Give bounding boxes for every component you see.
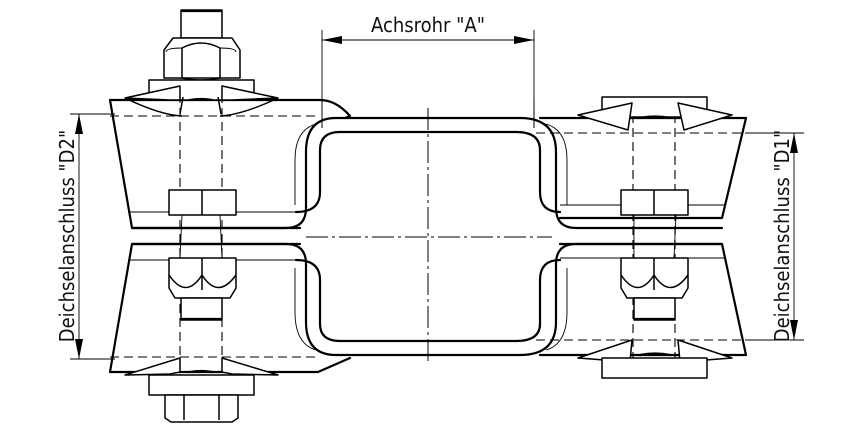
- bolt-icon: [180, 297, 223, 321]
- left-bolt-assembly: [124, 9, 279, 423]
- spring-washer-icon: [124, 85, 279, 117]
- dimension-arrow-icon: [322, 36, 342, 44]
- spring-washer-icon: [577, 102, 733, 131]
- bolt-icon: [180, 9, 223, 39]
- bolt-icon: [633, 297, 676, 321]
- drawbar-right-dimension-label: Deichselanschluss "D1": [770, 130, 794, 343]
- spring-washer-icon: [124, 357, 279, 376]
- hex-nut-icon: [620, 189, 689, 216]
- right-bolt-assembly: [577, 96, 733, 379]
- drawbar-left-dimension-label: Deichselanschluss "D2": [55, 130, 79, 343]
- dimension-arrow-icon: [790, 320, 798, 340]
- washer-icon: [601, 357, 708, 379]
- hex-nut-icon: [163, 37, 241, 81]
- dimension-drawbar-right: Deichselanschluss "D1": [745, 130, 804, 343]
- hex-nut-icon: [164, 394, 239, 423]
- dimension-arrow-icon: [75, 339, 83, 359]
- hex-nut-icon: [620, 257, 689, 299]
- washer-icon: [148, 374, 255, 396]
- dimension-arrow-icon: [514, 36, 534, 44]
- dimension-arrow-icon: [790, 133, 798, 153]
- dimension-arrow-icon: [75, 114, 83, 134]
- centerlines: [306, 108, 552, 365]
- axle-tube-dimension-label: Achsrohr "A": [371, 13, 485, 37]
- dimension-axle-tube: Achsrohr "A": [321, 13, 535, 128]
- hex-nut-icon: [168, 257, 237, 299]
- hex-nut-icon: [168, 189, 237, 216]
- dimension-drawbar-left: Deichselanschluss "D2": [55, 113, 115, 360]
